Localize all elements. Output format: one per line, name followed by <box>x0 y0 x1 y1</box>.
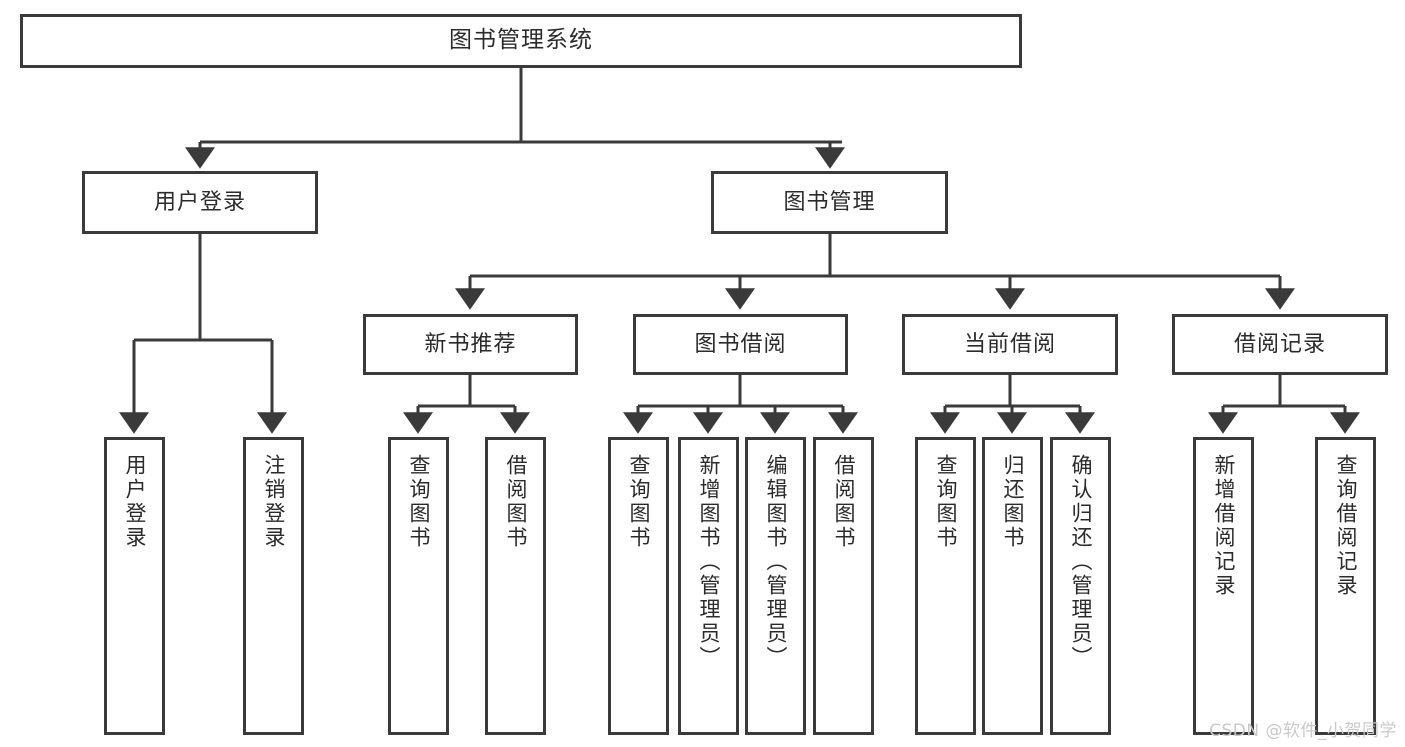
node-label: 图书借阅 <box>694 331 787 357</box>
node-label: 借阅图书 <box>504 454 528 550</box>
leaf-edit-book-admin[interactable]: 编辑图书（管理员） <box>745 437 806 735</box>
leaf-query-borrowing-record[interactable]: 查询借阅记录 <box>1315 437 1376 735</box>
leaf-borrow-book-borrowing[interactable]: 借阅图书 <box>813 437 874 735</box>
node-label: 查询图书 <box>407 454 431 550</box>
node-label: 查询图书 <box>627 454 651 550</box>
node-label: 图书管理 <box>783 189 876 215</box>
leaf-user-login[interactable]: 用户登录 <box>104 437 165 735</box>
node-current-borrowing[interactable]: 当前借阅 <box>902 314 1118 375</box>
node-label: 查询借阅记录 <box>1334 454 1358 598</box>
node-borrowing-record[interactable]: 借阅记录 <box>1172 314 1388 375</box>
node-book-management[interactable]: 图书管理 <box>711 171 948 234</box>
leaf-query-book-recommendation[interactable]: 查询图书 <box>388 437 449 735</box>
leaf-query-book-current[interactable]: 查询图书 <box>915 437 976 735</box>
node-label: 新书推荐 <box>424 331 517 357</box>
node-label: 借阅记录 <box>1233 331 1326 357</box>
node-label: 用户登录 <box>153 189 246 215</box>
node-label: 注销登录 <box>262 454 286 550</box>
leaf-add-book-admin[interactable]: 新增图书（管理员） <box>678 437 739 735</box>
node-label: 归还图书 <box>1001 454 1025 550</box>
leaf-logout[interactable]: 注销登录 <box>243 437 304 735</box>
node-label: 借阅图书 <box>832 454 856 550</box>
node-label: 查询图书 <box>934 454 958 550</box>
leaf-add-borrowing-record[interactable]: 新增借阅记录 <box>1193 437 1254 735</box>
node-root-system[interactable]: 图书管理系统 <box>20 14 1022 68</box>
node-user-login[interactable]: 用户登录 <box>82 171 318 234</box>
node-label: 新增借阅记录 <box>1212 454 1236 598</box>
leaf-confirm-return-admin[interactable]: 确认归还（管理员） <box>1050 437 1111 735</box>
watermark: CSDN @软件_小贺同学 <box>1209 721 1397 741</box>
leaf-query-book-borrowing[interactable]: 查询图书 <box>608 437 669 735</box>
node-label: 用户登录 <box>123 454 147 550</box>
leaf-return-book[interactable]: 归还图书 <box>982 437 1043 735</box>
node-label: 确认归还（管理员） <box>1069 454 1093 670</box>
node-label: 编辑图书（管理员） <box>764 454 788 670</box>
node-label: 当前借阅 <box>963 331 1056 357</box>
node-new-book-recommendation[interactable]: 新书推荐 <box>363 314 578 375</box>
leaf-borrow-book-recommendation[interactable]: 借阅图书 <box>485 437 546 735</box>
node-label: 新增图书（管理员） <box>697 454 721 670</box>
node-label: 图书管理系统 <box>449 27 593 54</box>
node-book-borrowing[interactable]: 图书借阅 <box>633 314 848 375</box>
